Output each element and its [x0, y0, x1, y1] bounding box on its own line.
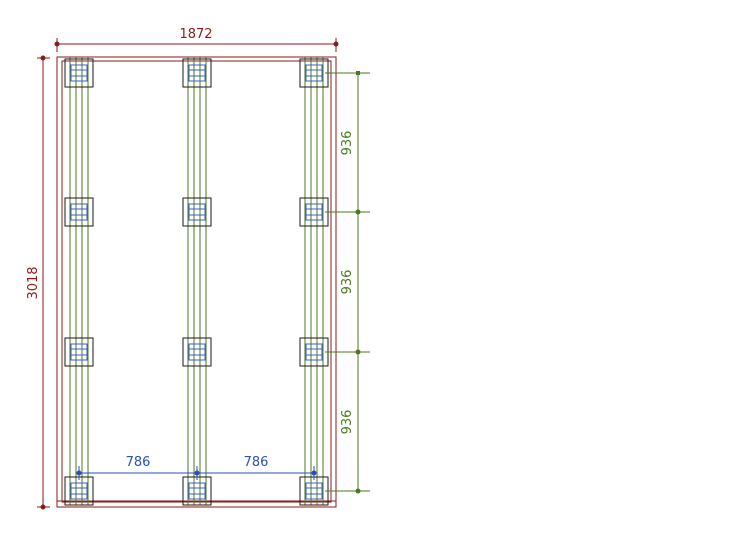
dimension-overall-length: 3018: [26, 55, 50, 510]
dimension-row-spacing: 936 936 936: [325, 71, 370, 494]
pile-core: [188, 203, 206, 221]
pile-core: [305, 64, 323, 82]
pile-core: [305, 482, 323, 500]
dimension-row-spacing-2: 936: [340, 270, 355, 295]
dimension-row-spacing-1: 936: [340, 131, 355, 156]
pile-core: [188, 482, 206, 500]
pile-core: [70, 203, 88, 221]
dimension-column-spacing: 786 786: [76, 455, 317, 480]
pile-core: [305, 343, 323, 361]
pile-core: [188, 64, 206, 82]
beams: [69, 57, 324, 505]
outer-frame: [56, 56, 337, 508]
pile-core: [188, 343, 206, 361]
dimension-column-spacing-2: 786: [244, 455, 269, 470]
pile-cap: [64, 337, 94, 367]
pile-core: [70, 343, 88, 361]
dimension-width-label: 1872: [179, 27, 212, 42]
pile-cap: [299, 337, 329, 367]
pile-cap: [182, 337, 212, 367]
pile-cap: [182, 197, 212, 227]
pile-core: [70, 482, 88, 500]
pile-cap: [299, 58, 329, 88]
frame-outer: [56, 56, 337, 508]
pile-cap: [64, 197, 94, 227]
frame-inner: [61, 60, 332, 503]
dimension-column-spacing-1: 786: [126, 455, 151, 470]
dimension-length-label: 3018: [26, 266, 41, 299]
pile-core: [70, 64, 88, 82]
pile-core: [305, 203, 323, 221]
dimension-row-spacing-3: 936: [340, 410, 355, 435]
pile-cap: [64, 58, 94, 88]
pile-caps: [64, 58, 329, 506]
pile-cap: [182, 58, 212, 88]
pile-cap: [299, 197, 329, 227]
dimension-overall-width: 1872: [54, 27, 339, 52]
